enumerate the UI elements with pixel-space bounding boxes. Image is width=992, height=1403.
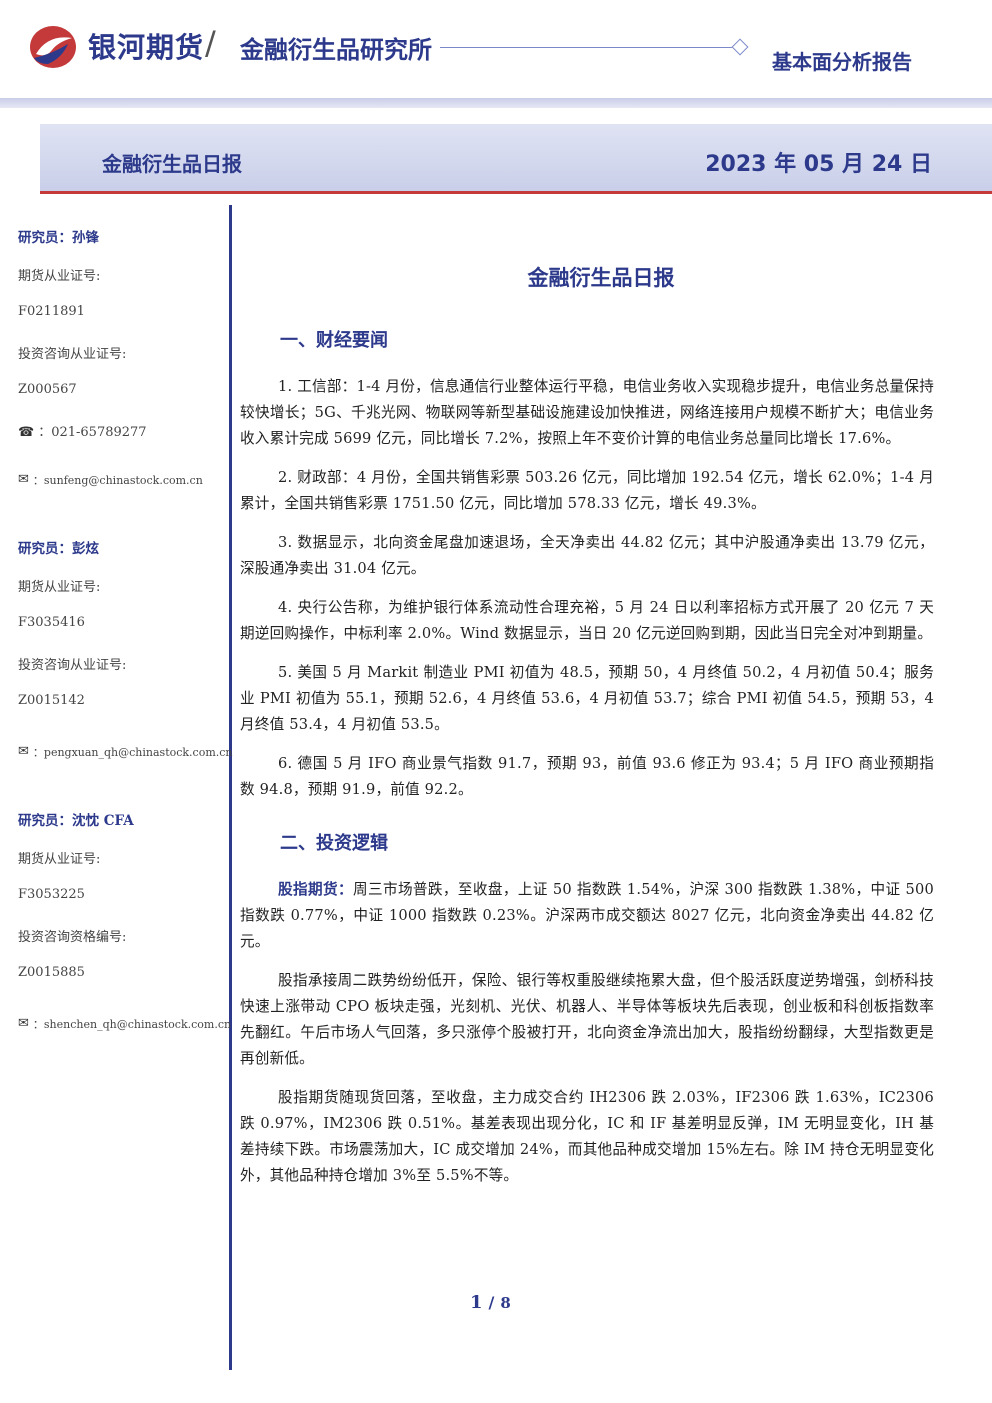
page-separator: / — [488, 1293, 495, 1312]
mail-icon: ✉ — [18, 744, 29, 759]
news-item: 2. 财政部：4 月份，全国共销售彩票 503.26 亿元，同比增加 192.5… — [240, 469, 934, 512]
email-row: ✉：shenchen_qh@chinastock.com.cn — [18, 1004, 231, 1043]
brand-name: 银河期货 — [88, 31, 205, 64]
analyst-card: 研究员：彭炫 期货从业证号: F3035416 投资咨询从业证号: Z00151… — [18, 537, 233, 771]
advisor-label: 投资咨询从业证号: — [18, 347, 127, 362]
cert-number: F3035416 — [18, 615, 85, 630]
header-slash: / — [205, 24, 216, 62]
report-type: 基本面分析报告 — [772, 50, 912, 74]
section-heading-logic: 二、投资逻辑 — [280, 833, 388, 854]
news-item: 5. 美国 5 月 Markit 制造业 PMI 初值为 48.5，预期 50，… — [240, 664, 934, 733]
analyst-sidebar: 研究员：孙锋 期货从业证号: F0211891 投资咨询从业证号: Z00056… — [18, 226, 233, 1081]
email-address[interactable]: ：pengxuan_qh@chinastock.com.cn — [32, 745, 233, 759]
report-header: 银河期货 / 金融衍生品研究所 基本面分析报告 — [0, 0, 992, 108]
analyst-card: 研究员：沈忱 CFA 期货从业证号: F3053225 投资咨询资格编号: Z0… — [18, 809, 231, 1043]
cert-number: F3053225 — [18, 887, 85, 902]
page-number: 1 / 8 — [470, 1292, 511, 1313]
mail-icon: ✉ — [18, 472, 29, 487]
advisor-label: 投资咨询资格编号: — [18, 930, 127, 945]
section-heading-news: 一、财经要闻 — [280, 330, 388, 351]
email-row: ✉：pengxuan_qh@chinastock.com.cn — [18, 732, 233, 771]
phone-number: ：021-65789277 — [38, 425, 147, 440]
analyst-name: 研究员：沈忱 CFA — [18, 813, 134, 829]
advisor-number: Z000567 — [18, 382, 77, 397]
document-title: 金融衍生品日报 — [527, 266, 675, 290]
email-row: ✉：sunfeng@chinastock.com.cn — [18, 460, 223, 499]
email-address[interactable]: ：shenchen_qh@chinastock.com.cn — [32, 1017, 232, 1031]
cert-label: 期货从业证号: — [18, 852, 101, 867]
mail-icon: ✉ — [18, 1016, 29, 1031]
main-content: 金融衍生品日报 一、财经要闻 1. 工信部：1-4 月份，信息通信行业整体运行平… — [240, 262, 934, 1189]
analyst-name: 研究员：彭炫 — [18, 541, 99, 557]
logic-paragraph: 股指承接周二跌势纷纷低开，保险、银行等权重股继续拖累大盘，但个股活跃度逆势增强，… — [240, 972, 934, 1067]
news-item: 1. 工信部：1-4 月份，信息通信行业整体运行平稳，电信业务收入实现稳步提升，… — [240, 378, 934, 447]
title-banner: 金融衍生品日报 2023 年 05 月 24 日 — [40, 124, 992, 194]
cert-label: 期货从业证号: — [18, 580, 101, 595]
banner-title: 金融衍生品日报 — [102, 152, 242, 176]
news-item: 3. 数据显示，北向资金尾盘加速退场，全天净卖出 44.82 亿元；其中沪股通净… — [240, 534, 934, 577]
logic-lead: 股指期货： — [278, 881, 353, 898]
logic-paragraph: 股指期货：周三市场普跌，至收盘，上证 50 指数跌 1.54%，沪深 300 指… — [240, 877, 934, 955]
total-pages: 8 — [500, 1294, 511, 1312]
cert-label: 期货从业证号: — [18, 269, 101, 284]
institute-name: 金融衍生品研究所 — [240, 36, 432, 64]
advisor-label: 投资咨询从业证号: — [18, 658, 127, 673]
advisor-number: Z0015885 — [18, 965, 85, 980]
diamond-icon — [731, 38, 749, 56]
cert-number: F0211891 — [18, 304, 85, 319]
news-item: 6. 德国 5 月 IFO 商业景气指数 91.7，预期 93，前值 93.6 … — [240, 755, 934, 798]
vertical-divider — [229, 205, 232, 1370]
advisor-number: Z0015142 — [18, 693, 85, 708]
phone-icon: ☎ — [18, 425, 35, 440]
news-item: 4. 央行公告称，为维护银行体系流动性合理充裕，5 月 24 日以利率招标方式开… — [240, 599, 934, 642]
logic-paragraph: 股指期货随现货回落，至收盘，主力成交合约 IH2306 跌 2.03%，IF23… — [240, 1089, 934, 1184]
analyst-name: 研究员：孙锋 — [18, 230, 99, 246]
header-band — [0, 98, 992, 108]
current-page: 1 — [470, 1292, 483, 1313]
phone-row: ☎：021-65789277 — [18, 421, 223, 460]
galaxy-logo-icon — [30, 26, 76, 68]
logic-text: 周三市场普跌，至收盘，上证 50 指数跌 1.54%，沪深 300 指数跌 1.… — [240, 881, 934, 950]
header-rule — [440, 47, 732, 48]
report-date: 2023 年 05 月 24 日 — [705, 152, 932, 177]
analyst-card: 研究员：孙锋 期货从业证号: F0211891 投资咨询从业证号: Z00056… — [18, 226, 223, 499]
email-address[interactable]: ：sunfeng@chinastock.com.cn — [32, 473, 203, 487]
